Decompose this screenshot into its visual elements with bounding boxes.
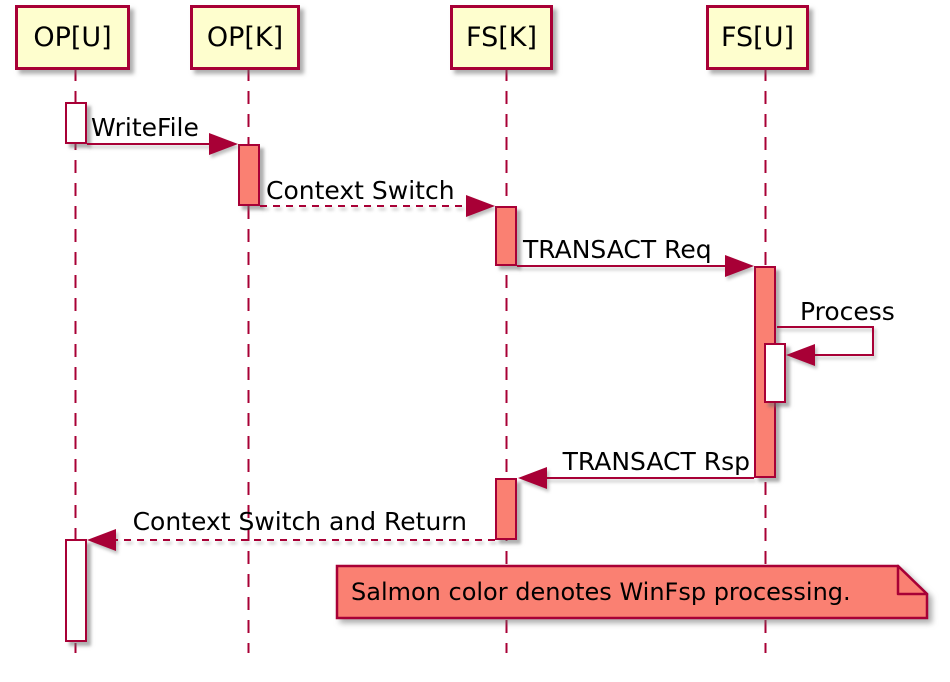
activation-fs-u-process <box>764 343 786 403</box>
activation-fs-k-winfsp-2 <box>495 478 517 540</box>
participant-label: FS[K] <box>466 22 537 53</box>
participant-box-fs-u: FS[U] <box>706 5 809 70</box>
participant-label: OP[K] <box>206 22 284 53</box>
message-label-writefile: WriteFile <box>91 113 199 142</box>
message-label-context-switch-return: Context Switch and Return <box>132 507 467 536</box>
message-label-transact-req: TRANSACT Req <box>523 235 712 264</box>
activation-op-k-winfsp <box>238 144 260 206</box>
participant-label: FS[U] <box>720 22 795 53</box>
message-arrow-process-self <box>777 326 874 366</box>
message-label-process: Process <box>800 297 895 326</box>
activation-fs-k-winfsp-1 <box>495 206 517 266</box>
activation-op-u-request <box>65 102 87 144</box>
participant-label: OP[U] <box>33 22 112 53</box>
participant-box-op-k: OP[K] <box>190 5 300 70</box>
message-label-transact-rsp: TRANSACT Rsp <box>562 447 750 476</box>
note-text: Salmon color denotes WinFsp processing. <box>351 578 851 606</box>
participant-box-op-u: OP[U] <box>15 5 130 70</box>
activation-op-u-return <box>65 539 87 642</box>
message-label-context-switch: Context Switch <box>266 176 455 205</box>
participant-box-fs-k: FS[K] <box>450 5 553 70</box>
